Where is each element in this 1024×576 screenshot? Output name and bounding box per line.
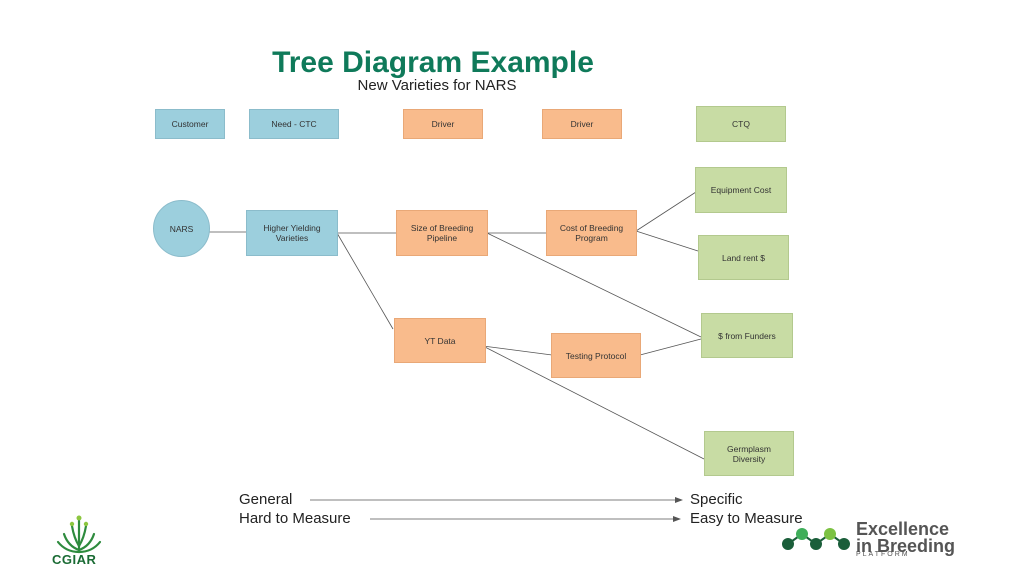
connector-cost-equipment [635, 191, 697, 232]
header-customer: Customer [155, 109, 225, 139]
scale-general: General [239, 491, 293, 508]
node-yt-data: YT Data [394, 318, 486, 363]
cgiar-logo-icon [56, 515, 102, 554]
node-land-rent: Land rent $ [698, 235, 789, 280]
hard-easy-arrowhead [673, 516, 681, 522]
connector-testing-funders [639, 338, 702, 356]
connector-higher-yt [336, 232, 394, 330]
cgiar-logo-text: CGIAR [52, 552, 97, 567]
node-germplasm-diversity: Germplasm Diversity [704, 431, 794, 476]
eib-logo-icon [782, 528, 850, 550]
scale-easy-to-measure: Easy to Measure [690, 510, 803, 527]
page-title: Tree Diagram Example [272, 46, 594, 79]
node-equipment-cost: Equipment Cost [695, 167, 787, 213]
scale-specific: Specific [690, 491, 743, 508]
node-cost-breeding: Cost of Breeding Program [546, 210, 637, 256]
node-from-funders: $ from Funders [701, 313, 793, 358]
connector-size-funders [486, 232, 702, 338]
node-size-breeding: Size of Breeding Pipeline [396, 210, 488, 256]
connector-cost-land [635, 230, 699, 252]
connector-yt-germplasm [482, 345, 705, 460]
header-need: Need - CTC [249, 109, 339, 139]
eib-platform-text: PLATFORM [856, 551, 910, 558]
node-nars: NARS [153, 200, 210, 257]
eib-line-1: Excellence [856, 519, 950, 539]
general-specific-arrowhead [675, 497, 683, 503]
eib-logo-text: Excellence in Breeding [856, 519, 956, 556]
page-subtitle: New Varieties for NARS [357, 77, 517, 94]
header-driver-2: Driver [542, 109, 622, 139]
node-testing-protocol: Testing Protocol [551, 333, 641, 378]
scale-hard-to-measure: Hard to Measure [239, 510, 351, 527]
connector-yt-testing [482, 345, 553, 356]
node-higher-yielding: Higher Yielding Varieties [246, 210, 338, 256]
header-ctq: CTQ [696, 106, 786, 142]
header-driver-1: Driver [403, 109, 483, 139]
eib-line-2: in Breeding [856, 536, 956, 556]
